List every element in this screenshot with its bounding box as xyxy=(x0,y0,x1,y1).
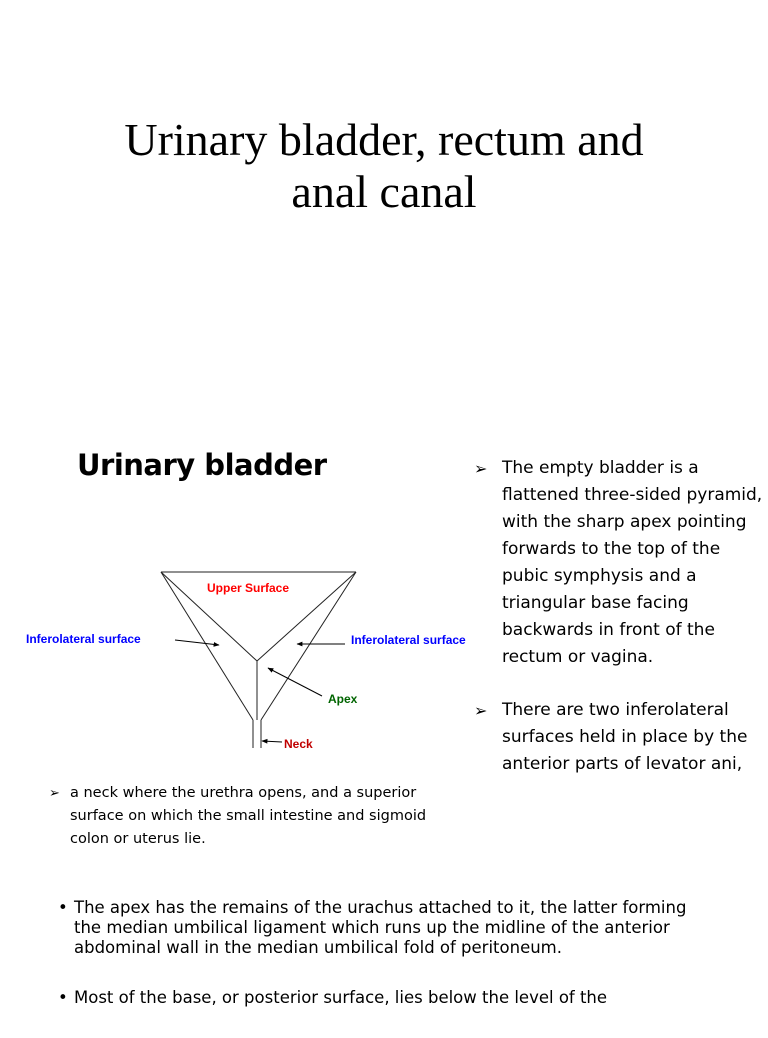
label-apex: Apex xyxy=(328,692,358,706)
neck-arrow xyxy=(261,738,283,744)
bullet-text: The empty bladder is a flattened three-s… xyxy=(502,458,763,667)
arrow-bullet-icon: ➢ xyxy=(474,701,488,720)
neck-bullet-text: a neck where the urethra opens, and a su… xyxy=(70,785,427,847)
neck-bullet: ➢ a neck where the urethra opens, and a … xyxy=(49,782,429,851)
list-item: ➢ The empty bladder is a flattened three… xyxy=(474,455,766,671)
bullet-text: There are two inferolateral surfaces hel… xyxy=(502,700,748,774)
list-item: • The apex has the remains of the urachu… xyxy=(58,898,718,958)
slide-title-line-2: anal canal xyxy=(291,166,477,217)
slide-title-line-1: Urinary bladder, rectum and xyxy=(124,114,644,165)
bladder-outline xyxy=(160,571,357,748)
bullet-text: Most of the base, or posterior surface, … xyxy=(74,988,608,1007)
label-neck: Neck xyxy=(284,737,313,751)
bullet-text: The apex has the remains of the urachus … xyxy=(74,898,687,957)
bullet-dot-icon: • xyxy=(58,988,68,1007)
label-inferolateral-right: Inferolateral surface xyxy=(351,633,466,647)
arrow-bullet-icon: ➢ xyxy=(49,786,60,801)
apex-arrow xyxy=(267,667,323,697)
bullet-dot-icon: • xyxy=(58,898,68,917)
label-inferolateral-left: Inferolateral surface xyxy=(26,632,141,646)
arrow-bullet-icon: ➢ xyxy=(474,459,488,478)
list-item: ➢ There are two inferolateral surfaces h… xyxy=(474,697,766,778)
label-upper-surface: Upper Surface xyxy=(207,581,289,595)
left-surface-arrow xyxy=(174,639,220,647)
right-bullet-list: ➢ The empty bladder is a flattened three… xyxy=(474,455,766,804)
section-heading: Urinary bladder xyxy=(77,448,327,482)
bottom-bullet-list: • The apex has the remains of the urachu… xyxy=(58,898,718,1038)
list-item: • Most of the base, or posterior surface… xyxy=(58,988,718,1008)
slide-title: Urinary bladder, rectum and anal canal xyxy=(0,114,768,218)
